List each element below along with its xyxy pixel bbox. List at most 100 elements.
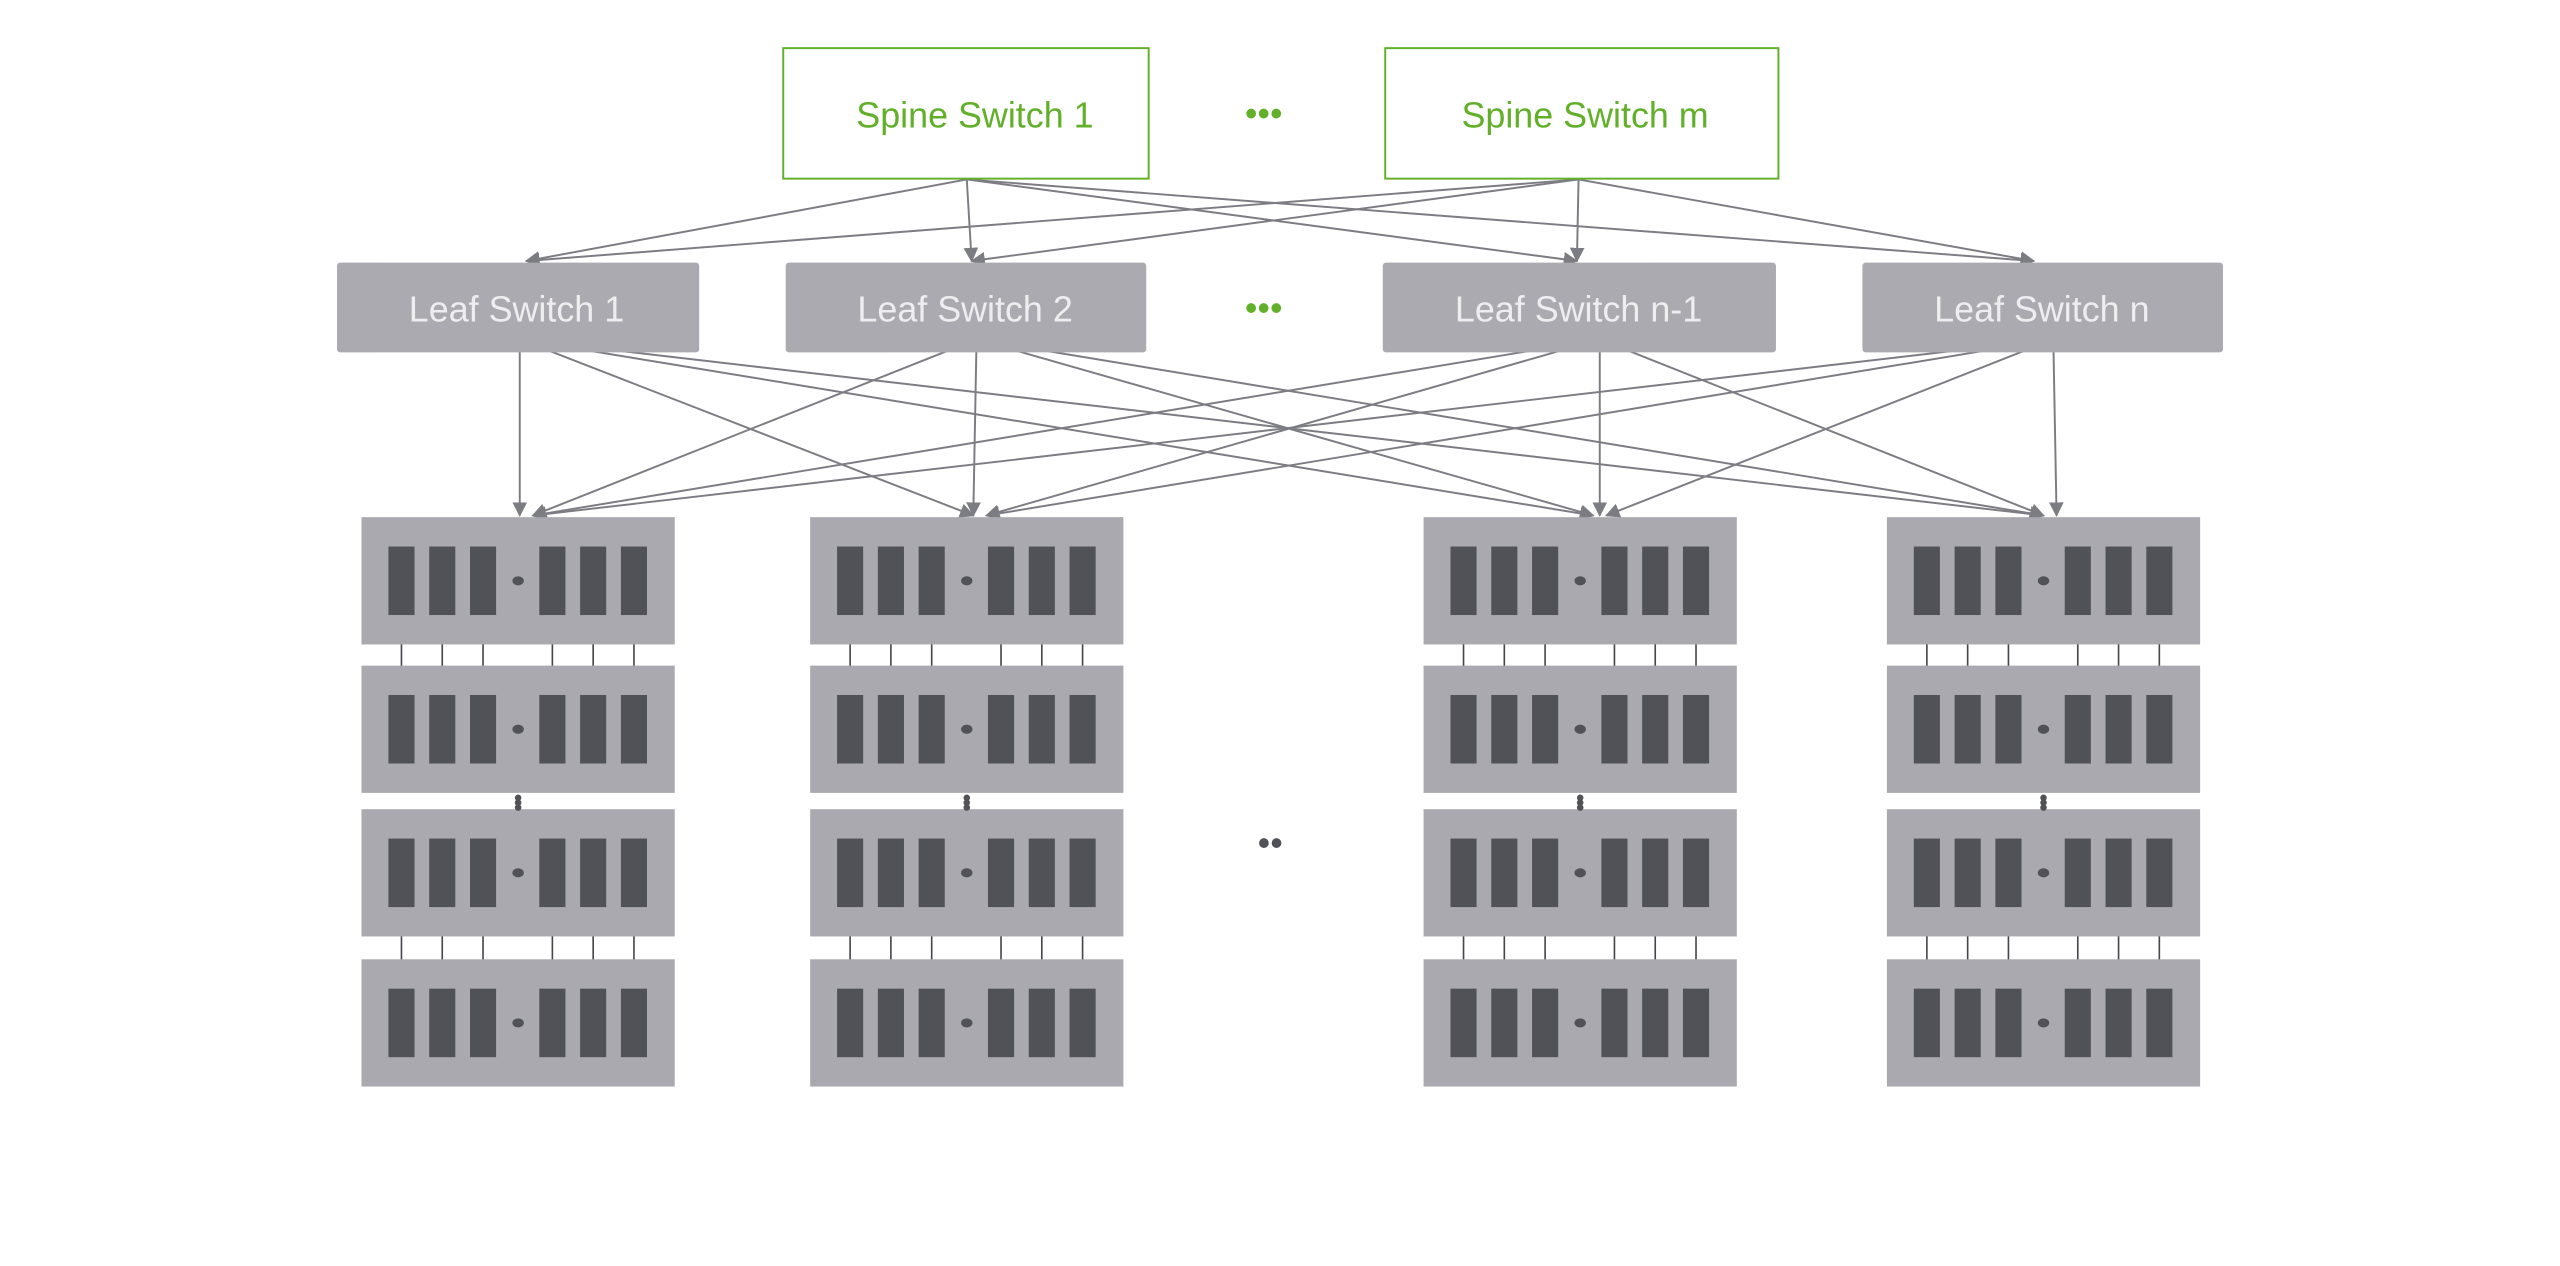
leaf-switch-2: Leaf Switch 2: [785, 262, 1147, 353]
server-port: [1450, 988, 1477, 1058]
server-port: [918, 546, 945, 616]
server-port: [1069, 988, 1096, 1058]
link-arrow: [984, 338, 2054, 521]
server-port: [918, 694, 945, 764]
spine-switch-1: Spine Switch 1: [782, 47, 1150, 180]
server: [361, 517, 675, 645]
server-port: [429, 694, 456, 764]
server-port: [1995, 838, 2022, 908]
server-port: [1450, 838, 1477, 908]
server-port: [539, 838, 566, 908]
server-port: [620, 694, 647, 764]
server-indicator-dot: [512, 868, 524, 878]
server-port: [1028, 988, 1055, 1058]
server-port: [2146, 988, 2173, 1058]
server-port: [2105, 838, 2132, 908]
server-port: [469, 694, 497, 764]
server-port: [837, 838, 864, 908]
rack-ellipsis: ••: [1258, 823, 1283, 863]
server: [1423, 959, 1737, 1087]
server: [1886, 665, 2201, 793]
server-indicator-dot: [2037, 868, 2050, 878]
server-port: [2146, 838, 2173, 908]
server-indicator-dot: [2037, 724, 2050, 734]
server-port: [1913, 838, 1940, 908]
server-port: [580, 838, 607, 908]
server-port: [877, 988, 904, 1058]
leaf-switch-1: Leaf Switch 1: [337, 262, 700, 353]
server: [1886, 809, 2201, 937]
server-port: [877, 546, 904, 616]
vertical-ellipsis-dot: [2040, 804, 2047, 811]
server-port: [429, 546, 456, 616]
server-indicator-dot: [1574, 724, 1586, 734]
links: [512, 178, 2064, 522]
server-port: [1601, 988, 1628, 1058]
server-port: [1995, 694, 2022, 764]
link-arrow: [970, 178, 1579, 267]
vertical-ellipsis-dot: [514, 799, 522, 806]
server-port: [837, 546, 864, 616]
server-port: [1532, 988, 1559, 1058]
server: [361, 809, 675, 937]
server-port: [580, 694, 607, 764]
server-port: [539, 694, 566, 764]
server-port: [1028, 546, 1055, 616]
vertical-ellipsis-dot: [963, 799, 971, 806]
server-indicator-dot: [1574, 576, 1586, 586]
server-port: [1913, 694, 1940, 764]
leaf-label: Leaf Switch n-1: [1455, 289, 1702, 329]
server-port: [1913, 988, 1940, 1058]
server-port: [877, 838, 904, 908]
server-port: [1913, 546, 1940, 616]
link-arrow: [963, 179, 979, 263]
link-arrow: [1599, 338, 2045, 518]
vertical-ellipsis-dot: [1576, 804, 1584, 811]
server-port: [1954, 838, 1981, 908]
server-port: [1682, 546, 1710, 616]
server-port: [1642, 694, 1669, 764]
server-port: [1954, 546, 1981, 616]
server-port: [388, 838, 415, 908]
link-arrow: [519, 338, 975, 518]
server: [1886, 959, 2201, 1087]
server-port: [1069, 546, 1096, 616]
link-arrow: [1578, 178, 2036, 266]
server-port: [388, 988, 415, 1058]
rack-column: [810, 517, 1124, 1087]
server: [361, 959, 675, 1087]
server-indicator-dot: [961, 868, 973, 878]
link-arrow: [524, 178, 1579, 268]
link-arrow: [966, 178, 2036, 268]
server-port: [1532, 694, 1559, 764]
server-port: [620, 546, 647, 616]
server-port: [1601, 838, 1628, 908]
server-port: [2064, 838, 2091, 908]
server-port: [1491, 988, 1518, 1058]
server-port: [580, 546, 607, 616]
server-port: [987, 546, 1015, 616]
server-port: [469, 546, 497, 616]
server-port: [1491, 694, 1518, 764]
server-port: [1995, 988, 2022, 1058]
server-port: [1642, 988, 1669, 1058]
leaf-ellipsis: •••: [1245, 288, 1283, 328]
spine-label: Spine Switch 1: [856, 95, 1093, 135]
server-indicator-dot: [512, 1018, 524, 1028]
server-indicator-dot: [961, 576, 973, 586]
server-port: [388, 546, 415, 616]
server-port: [2146, 546, 2173, 616]
server-port: [1954, 694, 1981, 764]
server-port: [620, 988, 647, 1058]
server-indicator-dot: [2037, 576, 2050, 586]
server-port: [2105, 694, 2132, 764]
server-port: [469, 988, 497, 1058]
server: [1423, 809, 1737, 937]
server-port: [987, 838, 1015, 908]
server-port: [1491, 546, 1518, 616]
server: [810, 809, 1124, 937]
server-port: [2064, 988, 2091, 1058]
server-indicator-dot: [512, 724, 524, 734]
server-port: [1642, 546, 1669, 616]
leaf-label: Leaf Switch n: [1934, 289, 2149, 329]
